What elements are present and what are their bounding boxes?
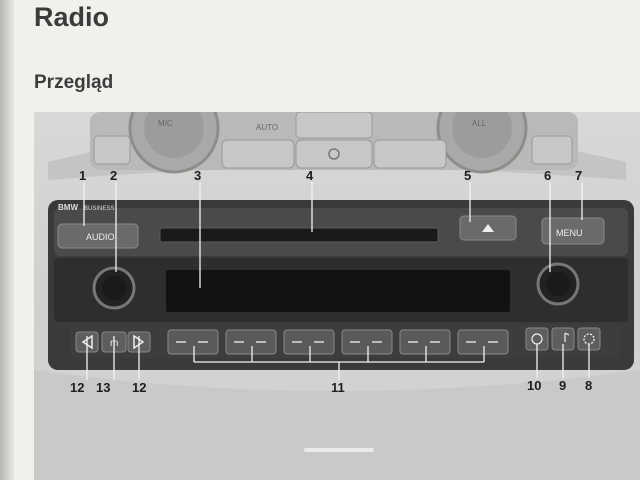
hvac-right-knob-center (452, 112, 512, 158)
brand-text: BMW (58, 203, 78, 212)
hvac-button-right (531, 135, 573, 165)
hvac-center-indicator (328, 148, 340, 160)
hvac-button-seat-right (373, 139, 447, 169)
preset-button-1[interactable] (167, 329, 219, 355)
preset-buttons (167, 329, 509, 355)
hvac-button-seat-left (221, 139, 295, 169)
callout-6: 6 (544, 168, 552, 183)
preset-button-6[interactable] (457, 329, 509, 355)
radio-display (166, 270, 510, 312)
audio-button[interactable] (57, 223, 139, 249)
radio-photo: M/C AUTO ALL BMW BUSINESS AUDIO MENU (34, 112, 640, 480)
hvac-button-left (93, 135, 131, 165)
dashboard-lower (34, 370, 640, 480)
menu-button[interactable] (541, 217, 605, 245)
callout-10: 10 (527, 378, 542, 393)
callout-12-right: 12 (132, 380, 147, 395)
preset-button-5[interactable] (399, 329, 451, 355)
callout-12-left: 12 (70, 380, 85, 395)
audio-button-label: AUDIO (86, 232, 115, 242)
controller-knob-center (546, 272, 570, 296)
dashboard-chrome-strip (304, 448, 374, 452)
callout-9: 9 (559, 378, 567, 393)
preset-button-4[interactable] (341, 329, 393, 355)
callout-1: 1 (79, 168, 87, 183)
hvac-button-center (295, 139, 373, 169)
callout-leader-lines (83, 182, 590, 380)
hvac-label-auto: AUTO (256, 123, 278, 132)
preset-button-2[interactable] (225, 329, 277, 355)
tone-icon (564, 332, 570, 342)
hvac-label-right: ALL (472, 119, 487, 128)
callout-8: 8 (585, 378, 593, 393)
hvac-label-left: M/C (158, 119, 173, 128)
volume-knob-center (102, 276, 126, 300)
brand-sub-text: BUSINESS (84, 206, 114, 212)
page-title: Radio (34, 2, 110, 32)
preset-button-3[interactable] (283, 329, 335, 355)
callout-3: 3 (194, 168, 202, 183)
callout-11: 11 (331, 380, 345, 395)
hvac-button-top-center (295, 112, 373, 139)
callout-2: 2 (110, 168, 118, 183)
section-title: Przegląd (34, 72, 114, 93)
callout-4: 4 (306, 168, 314, 183)
menu-button-label: MENU (556, 228, 583, 238)
callout-5: 5 (464, 168, 472, 183)
eject-icon (482, 224, 494, 232)
callout-13: 13 (96, 380, 111, 395)
radio-illustration: M/C AUTO ALL BMW BUSINESS AUDIO MENU (34, 112, 640, 480)
book-spine-shadow (0, 0, 14, 480)
callout-7: 7 (575, 168, 583, 183)
cd-slot (159, 227, 439, 243)
hvac-left-knob-center (144, 112, 204, 158)
